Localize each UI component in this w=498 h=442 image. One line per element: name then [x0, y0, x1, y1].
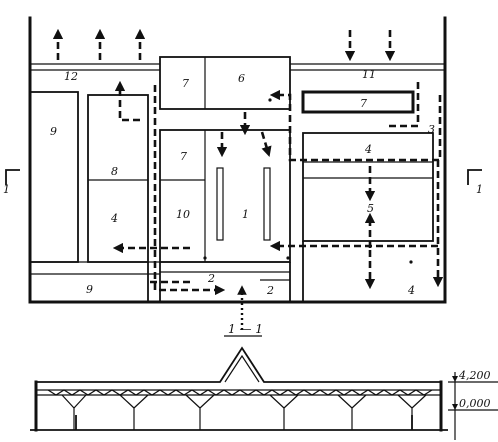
floor-plan: 1 1	[3, 16, 483, 304]
room-4-lower: 4	[407, 284, 415, 297]
room-4-right	[302, 132, 434, 242]
section-marker-right: 1	[467, 169, 483, 196]
section-title: 1 — 1	[228, 322, 263, 336]
room-11: 11	[362, 68, 376, 81]
section-marker-left: 1	[3, 169, 20, 196]
room-9: 9	[50, 125, 57, 138]
elevation-marks: 4,200 0,000	[448, 369, 498, 440]
room-2-centre: 2	[207, 272, 215, 285]
room-7-right	[301, 90, 415, 114]
room-7-right: 7	[360, 97, 367, 110]
room-4: 4	[110, 212, 118, 225]
block-7-6	[159, 56, 291, 110]
elevation-zero: 0,000	[459, 397, 491, 410]
room-7-centre: 7	[180, 150, 187, 163]
room-1: 1	[242, 208, 249, 221]
room-6: 6	[238, 72, 245, 85]
elevation-top: 4,200	[458, 369, 491, 382]
room-5: 5	[367, 202, 374, 215]
room-9-lower: 9	[86, 283, 93, 296]
room-4-right: 4	[364, 143, 372, 156]
room-2: 2	[266, 284, 274, 297]
room-3: 3	[428, 123, 435, 136]
room-10: 10	[176, 208, 190, 221]
room-7: 7	[182, 77, 189, 90]
section-view: 1 — 1 4,20	[30, 322, 498, 440]
svg-text:1: 1	[3, 183, 10, 196]
room-12: 12	[64, 70, 78, 83]
room-labels: 12 9 8 4 7 6 11 7 3 7 10 1 4 5 4 9 2 2	[50, 68, 435, 297]
room-9-left	[29, 91, 79, 263]
room-8: 8	[111, 165, 118, 178]
airflow-arrows	[52, 28, 444, 330]
svg-text:1: 1	[476, 183, 483, 196]
